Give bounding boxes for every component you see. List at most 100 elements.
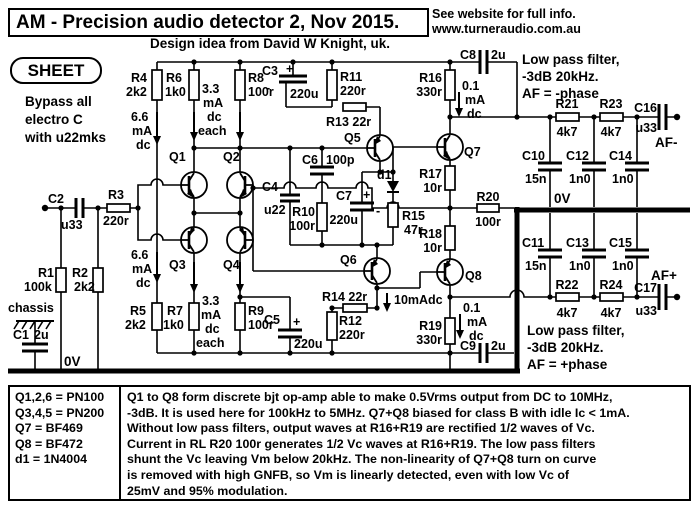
svg-text:100r: 100r — [289, 219, 315, 233]
desc-line: Current in RL R20 100r generates 1/2 Vc … — [127, 436, 596, 451]
svg-text:Q1: Q1 — [169, 150, 186, 164]
resistor-r3: R3 220r — [103, 188, 131, 228]
svg-text:dc: dc — [205, 322, 220, 336]
svg-text:220r: 220r — [340, 84, 366, 98]
svg-text:C3: C3 — [262, 64, 278, 78]
resistor-r6: R6 1k0 — [165, 69, 200, 101]
current-01ma-bottom: 0.1 mA dc — [456, 301, 487, 343]
resistor-r1: R1 100k — [24, 266, 67, 294]
svg-text:C10: C10 — [522, 149, 545, 163]
svg-text:+: + — [293, 315, 300, 329]
capacitor-c9: C9 2u — [460, 339, 506, 363]
transistor-q2: Q2 — [223, 150, 254, 199]
resistor-r18: R18 10r — [419, 225, 456, 255]
svg-text:R21: R21 — [556, 97, 579, 111]
lpf-bottom-note: Low pass filter, -3dB 20kHz. AF = +phase — [527, 323, 625, 372]
svg-text:Q2: Q2 — [223, 150, 240, 164]
svg-text:mA: mA — [467, 315, 487, 329]
resistor-r17: R17 10r — [419, 165, 456, 195]
svg-text:10r: 10r — [423, 181, 442, 195]
svg-text:3.3: 3.3 — [202, 82, 219, 96]
svg-text:Q8: Q8 — [465, 269, 482, 283]
svg-text:C15: C15 — [609, 236, 632, 250]
svg-text:R19: R19 — [419, 319, 442, 333]
svg-text:4k7: 4k7 — [557, 125, 578, 139]
resistor-r2: R2 2k2 — [72, 266, 104, 294]
resistor-r21: R21 4k7 — [555, 97, 580, 139]
svg-text:C14: C14 — [609, 149, 632, 163]
resistor-r10: R10 100r — [289, 202, 328, 233]
capacitor-c17: C17 u33 — [634, 281, 668, 318]
svg-text:220u: 220u — [290, 87, 319, 101]
resistor-r15: R15 47r — [387, 202, 425, 237]
current-66ma-bottom: 6.6 mA dc — [131, 248, 161, 290]
page-title: AM - Precision audio detector 2, Nov 201… — [16, 12, 400, 33]
lpf-top-note: Low pass filter, -3dB 20kHz. AF = -phase — [522, 52, 620, 101]
svg-text:2k2: 2k2 — [126, 85, 147, 99]
svg-text:R11: R11 — [340, 70, 362, 84]
svg-text:mA: mA — [465, 93, 485, 107]
transistor-q5: Q5 — [344, 131, 394, 162]
svg-text:Q7: Q7 — [464, 145, 481, 159]
svg-text:C17: C17 — [634, 281, 657, 295]
svg-text:100k: 100k — [24, 280, 52, 294]
svg-text:dc: dc — [207, 110, 222, 124]
desc-line: shunt the Vc leaving Vm below 20kHz. The… — [127, 452, 597, 467]
resistor-r4: R4 2k2 — [126, 69, 163, 101]
svg-text:1k0: 1k0 — [165, 85, 186, 99]
svg-text:R5: R5 — [130, 304, 146, 318]
svg-text:R7: R7 — [167, 304, 183, 318]
svg-text:15n: 15n — [525, 172, 547, 186]
transistor-q8: Q8 — [436, 258, 482, 286]
svg-text:2k2: 2k2 — [125, 318, 146, 332]
svg-text:+: + — [363, 188, 370, 202]
description-text: Q1 to Q8 form discrete bjt op-amp able t… — [121, 387, 689, 499]
label-0v-top: 0V — [554, 191, 571, 206]
current-01ma-top: 0.1 mA dc — [455, 79, 485, 121]
resistor-r8: R8 100r — [234, 69, 274, 101]
desc-line: is removed with high GNFB, so Vm is line… — [127, 467, 570, 482]
svg-text:R6: R6 — [166, 71, 182, 85]
svg-text:R15: R15 — [402, 209, 425, 223]
capacitor-c12: C12 1n0 — [566, 149, 606, 186]
svg-text:330r: 330r — [416, 333, 442, 347]
desc-line: 25mV and 95% modulation. — [127, 483, 288, 498]
svg-text:220u: 220u — [294, 337, 323, 351]
transistor-q1: Q1 — [169, 150, 208, 199]
svg-text:4k7: 4k7 — [601, 306, 622, 320]
capacitor-c15: C15 1n0 — [609, 236, 649, 273]
bus-0v — [8, 207, 690, 374]
resistor-r20: R20 100r — [475, 190, 501, 229]
bypass-note: Bypass all electro C with u22mks — [25, 94, 107, 145]
capacitor-c5: C5 + 220u — [264, 313, 323, 351]
svg-text:6.6: 6.6 — [131, 248, 148, 262]
svg-text:Q4: Q4 — [223, 258, 240, 272]
svg-text:R22: R22 — [556, 278, 579, 292]
capacitor-c7: C7 + - 220u — [330, 188, 381, 227]
svg-text:4k7: 4k7 — [557, 306, 578, 320]
chassis-label: chassis — [8, 301, 54, 315]
svg-text:4k7: 4k7 — [601, 125, 622, 139]
svg-text:-3dB 20kHz.: -3dB 20kHz. — [527, 340, 604, 355]
capacitor-c3: C3 + - 220u — [262, 62, 319, 101]
svg-text:C7: C7 — [336, 189, 352, 203]
svg-text:AF = +phase: AF = +phase — [527, 357, 608, 372]
current-33ma-bottom: 3.3 mA dc each — [190, 262, 244, 350]
svg-text:AF = -phase: AF = -phase — [522, 86, 599, 101]
label-af-plus: AF+ — [651, 268, 677, 283]
svg-text:R14 22r: R14 22r — [322, 290, 367, 304]
chassis-ground-icon: chassis — [8, 301, 54, 330]
svg-text:2u: 2u — [491, 48, 506, 62]
capacitor-c10: C10 15n — [522, 149, 562, 186]
sheet-badge: SHEET — [10, 57, 102, 84]
resistor-r16: R16 330r — [416, 69, 456, 101]
svg-text:-3dB 20kHz.: -3dB 20kHz. — [522, 69, 599, 84]
svg-text:220u: 220u — [330, 213, 359, 227]
capacitor-c4: C4 u22 — [262, 180, 300, 217]
current-33ma-top: 3.3 mA dc each — [190, 82, 244, 141]
svg-text:47r: 47r — [404, 223, 423, 237]
svg-text:R17: R17 — [419, 167, 442, 181]
svg-text:u33: u33 — [635, 121, 657, 135]
